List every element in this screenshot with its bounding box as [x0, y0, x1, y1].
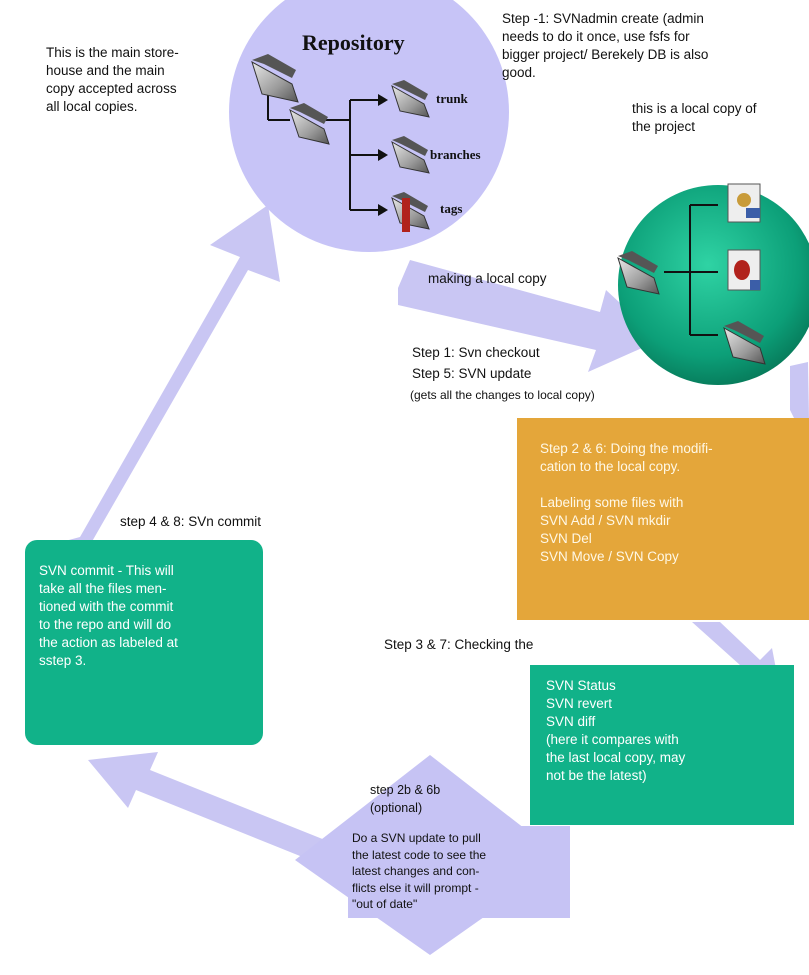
local-tree-lines — [664, 204, 718, 336]
step-minus1-line: bigger project/ Berekely DB is also — [502, 47, 709, 62]
modify-line: Labeling some files with — [540, 495, 684, 510]
modify-line — [540, 476, 809, 494]
optional-line: "out of date" — [352, 897, 418, 911]
commit-box: SVN commit - This will take all the file… — [25, 540, 263, 745]
repo-desc-line: house and the main — [46, 63, 165, 78]
branches-folder-icon — [391, 136, 430, 174]
modify-line: SVN Move / SVN Copy — [540, 549, 679, 564]
optional-diamond-body — [348, 826, 570, 918]
optional-line: flicts else it will prompt - — [352, 880, 479, 895]
arrow-diamond-to-commit — [88, 752, 330, 860]
optional-line: the latest code to see the — [352, 847, 487, 862]
tags-folder-icon — [391, 192, 430, 232]
folder-label-branches: branches — [430, 147, 481, 162]
local-copy-label: this is a local copy of the project — [632, 100, 809, 136]
optional-line: Do a SVN update to pull — [352, 831, 481, 845]
checking-step-label: Step 3 & 7: Checking the — [384, 637, 534, 652]
status-line: the last local copy, may — [546, 750, 686, 765]
repo-desc-line: all local copies. — [46, 99, 138, 114]
making-local-copy-label: making a local copy — [428, 271, 547, 286]
commit-line: take all the files men- — [39, 581, 167, 596]
local-copy-label-line: the project — [632, 119, 696, 134]
commit-line: SVN commit - This will — [39, 563, 174, 578]
modify-line: Step 2 & 6: Doing the modifi- — [540, 441, 713, 456]
modify-box: Step 2 & 6: Doing the modifi- cation to … — [517, 418, 809, 620]
modify-line: cation to the local copy. — [540, 459, 681, 474]
step-minus1-line: good. — [502, 65, 536, 80]
repository-description: This is the main store- house and the ma… — [46, 44, 179, 116]
repository-circle — [229, 0, 509, 252]
checkout-step1: Step 1: Svn checkout — [412, 345, 540, 360]
step-minus1-text: Step -1: SVNadmin create (admin needs to… — [502, 10, 708, 82]
status-box: SVN Status SVN revert SVN diff (here it … — [530, 665, 794, 825]
optional-description: Do a SVN update to pull the latest code … — [352, 830, 486, 913]
status-line: not be the latest) — [546, 768, 647, 783]
commit-line: the action as labeled at — [39, 635, 178, 650]
arrow-local-to-modify — [790, 362, 809, 430]
repo-root-folder-icon — [251, 54, 299, 103]
status-line: SVN Status — [546, 678, 616, 693]
arrow-commit-to-repo — [50, 205, 280, 545]
trunk-folder-icon — [391, 80, 430, 118]
commit-step-label: step 4 & 8: SVn commit — [120, 514, 262, 529]
repo-sub-folder-icon — [289, 103, 330, 145]
checkout-step5: Step 5: SVN update — [412, 366, 532, 381]
commit-line: tioned with the commit — [39, 599, 174, 614]
repo-desc-line: This is the main store- — [46, 45, 179, 60]
step-minus1-line: Step -1: SVNadmin create (admin — [502, 11, 704, 26]
local-sub-folder-icon — [723, 321, 766, 365]
step-minus1-line: needs to do it once, use fsfs for — [502, 29, 690, 44]
modify-line: SVN Add / SVN mkdir — [540, 513, 671, 528]
local-root-folder-icon — [617, 251, 660, 295]
checkout-note: (gets all the changes to local copy) — [410, 388, 595, 402]
repo-tree-arrowheads — [378, 94, 388, 216]
repo-desc-line: copy accepted across — [46, 81, 177, 96]
folder-label-tags: tags — [440, 201, 463, 216]
modify-line: SVN Del — [540, 531, 592, 546]
status-line: SVN diff — [546, 714, 596, 729]
commit-line: sstep 3. — [39, 653, 87, 668]
status-line: (here it compares with — [546, 732, 679, 747]
folder-label-trunk: trunk — [436, 91, 468, 106]
commit-line: to the repo and will do — [39, 617, 172, 632]
optional-title-line1: step 2b & 6b — [370, 783, 441, 797]
status-line: SVN revert — [546, 696, 613, 711]
arrow-repo-to-local — [398, 260, 660, 372]
repository-title: Repository — [302, 30, 405, 55]
config-file-icon — [727, 183, 761, 223]
db-file-icon — [727, 249, 761, 291]
optional-line: latest changes and con- — [352, 864, 480, 878]
optional-title-line2: (optional) — [370, 801, 423, 815]
local-copy-label-line: this is a local copy of — [632, 101, 757, 116]
